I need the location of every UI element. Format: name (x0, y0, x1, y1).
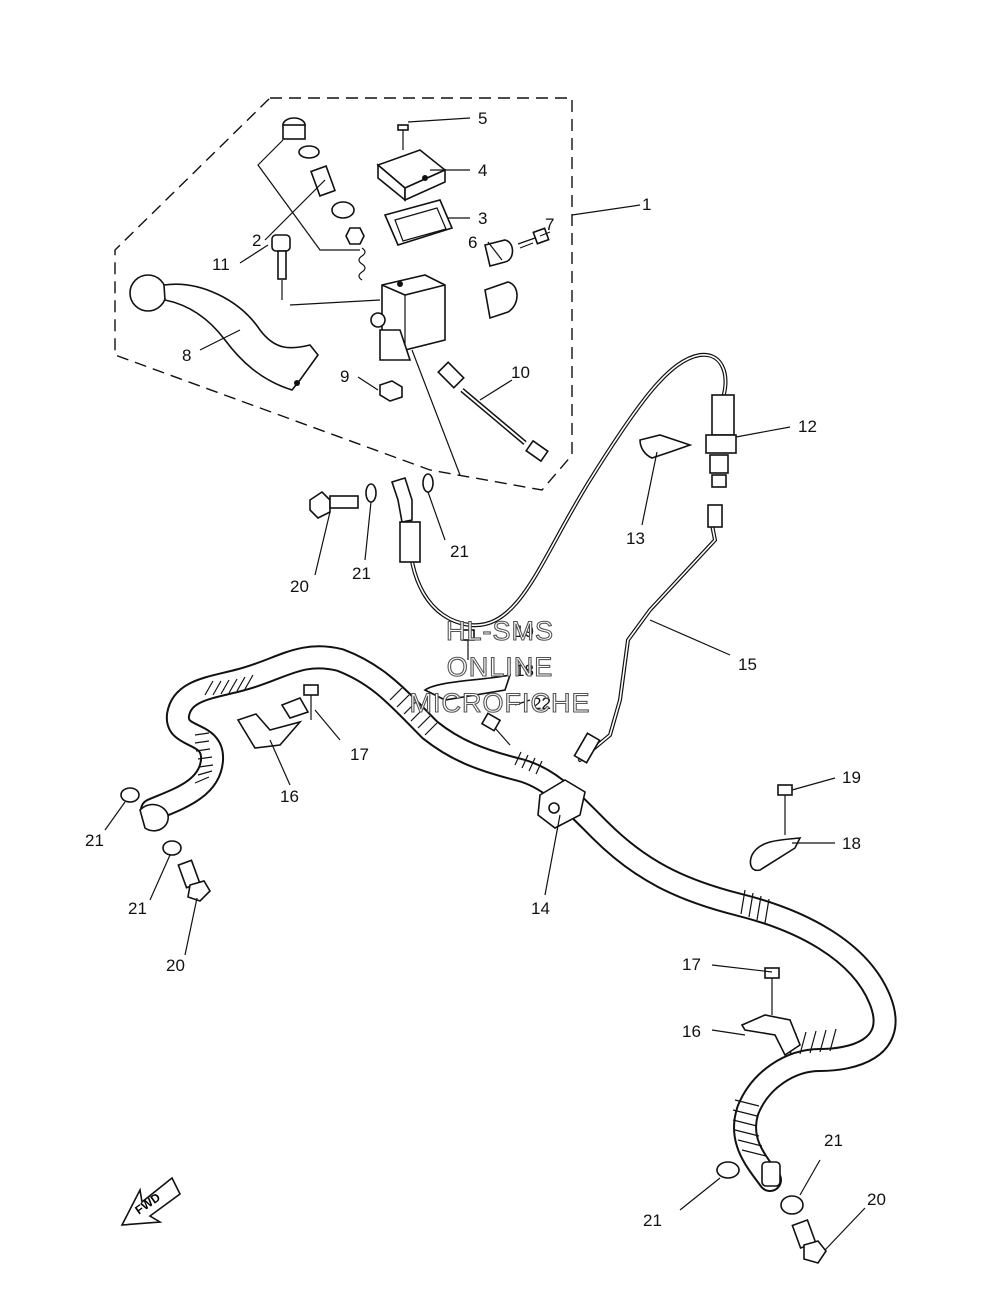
callout-21-top-a: 21 (352, 564, 371, 583)
bolt-22 (480, 712, 511, 746)
hose-clamp-16-right (740, 1014, 801, 1057)
callout-13: 13 (626, 529, 645, 548)
brake-light-switch (437, 361, 549, 463)
hose-clamp-16-left (236, 697, 310, 749)
callout-21-top-b: 21 (450, 542, 469, 561)
callout-9: 9 (340, 367, 349, 386)
banjo-bolt-upper (309, 473, 434, 563)
callout-6: 6 (468, 233, 477, 252)
hose-guide-18-right (749, 837, 802, 872)
callout-8: 8 (182, 346, 191, 365)
callout-12: 12 (798, 417, 817, 436)
hose-guide-18-mid (423, 673, 512, 701)
watermark-line-1: HL-SMS (446, 616, 554, 646)
callout-16-right: 16 (682, 1022, 701, 1041)
piston-kit (257, 117, 366, 281)
brake-lever (129, 274, 320, 391)
leader-lines (104, 117, 866, 1251)
master-cylinder-body (370, 274, 446, 361)
bolt-19-right (777, 784, 793, 835)
callout-22: 22 (532, 694, 551, 713)
bolt-19-mid (461, 629, 475, 660)
callout-11: 11 (212, 255, 230, 274)
holder-clamp (484, 239, 518, 320)
assembly-boundary (114, 97, 573, 491)
callouts: 1 2 3 4 5 6 7 8 9 10 11 12 13 14 15 16 1… (85, 109, 886, 1230)
reservoir-cap (376, 149, 447, 202)
watermark-line-3: MICROFICHE (410, 688, 591, 718)
pivot-bolt (271, 234, 381, 306)
callout-15: 15 (738, 655, 757, 674)
callout-21-right-b: 21 (824, 1131, 843, 1150)
callout-16-left: 16 (280, 787, 299, 806)
diaphragm (383, 199, 454, 246)
brake-pipe (578, 523, 718, 762)
watermark-line-2: ONLINE (447, 652, 554, 682)
hose-clamp-13 (639, 434, 693, 459)
banjo-left (120, 787, 212, 902)
three-way-joint (537, 732, 601, 829)
callout-3: 3 (478, 209, 487, 228)
callout-7: 7 (545, 215, 554, 234)
callout-20-top: 20 (290, 577, 309, 596)
callout-18-right: 18 (842, 834, 861, 853)
callout-21-left-b: 21 (128, 899, 147, 918)
bolt-17-right (764, 967, 780, 1015)
callout-17-right: 17 (682, 955, 701, 974)
brake-hose-front-left (140, 645, 897, 1192)
callout-19-mid: 19 (515, 622, 534, 641)
callout-21-left-a: 21 (85, 831, 104, 850)
callout-19-right: 19 (842, 768, 861, 787)
banjo-right (716, 1161, 827, 1264)
callout-14: 14 (531, 899, 550, 918)
callout-4: 4 (478, 161, 487, 180)
cap-screw (397, 124, 409, 150)
callout-21-right-a: 21 (643, 1211, 662, 1230)
callout-1: 1 (642, 195, 651, 214)
callout-10: 10 (511, 363, 530, 382)
brake-hose-upper (407, 352, 728, 628)
bolt-17-left (303, 684, 319, 720)
callout-2: 2 (252, 231, 261, 250)
callout-20-right: 20 (867, 1190, 886, 1209)
callout-5: 5 (478, 109, 487, 128)
callout-17-left: 17 (350, 745, 369, 764)
watermark: HL-SMS ONLINE MICROFICHE (409, 615, 591, 718)
callout-18-mid: 18 (515, 661, 534, 680)
lever-nut (379, 380, 403, 402)
hose-joint (705, 394, 737, 528)
callout-20-left: 20 (166, 956, 185, 975)
fwd-arrow-icon: FWD (120, 1176, 182, 1226)
